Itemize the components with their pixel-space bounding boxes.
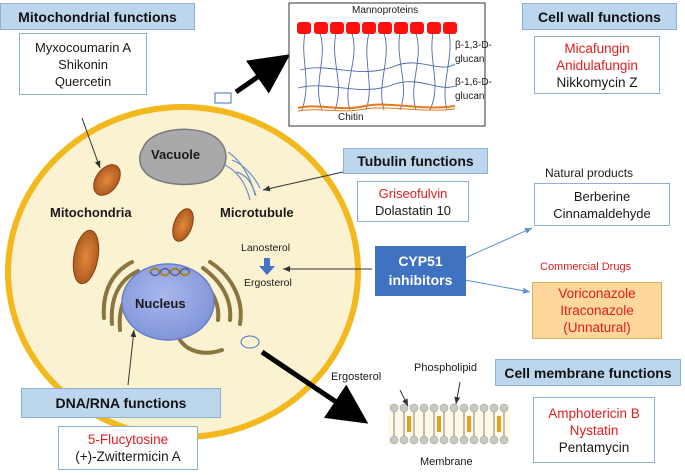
membrane-drug-2: Nystatin — [569, 422, 619, 438]
commercial-drug-1: Voriconazole — [558, 286, 636, 301]
glucan13-label-line1: β-1,3-D- — [455, 40, 492, 51]
commercial-drug-2: Itraconazole — [560, 303, 634, 318]
commercial-drug-list: Voriconazole Itraconazole (Unnatural) — [532, 282, 662, 339]
arrow-to-cell-wall — [234, 54, 291, 95]
vacuole-shape — [138, 128, 227, 186]
cell-wall-functions-header: Cell wall functions — [522, 3, 677, 30]
arrow-to-membrane — [260, 349, 369, 424]
ergosterol-label: Ergosterol — [244, 277, 292, 289]
mitochondrial-drug-list: Myxocoumarin A Shikonin Quercetin — [19, 33, 147, 95]
natural-product-1: Berberine — [573, 188, 631, 204]
chitin-layer — [297, 103, 456, 110]
natural-product-2: Cinnamaldehyde — [553, 205, 651, 221]
nucleus-shape — [121, 263, 215, 341]
dna-drug-2: (+)-Zwittermicin A — [75, 449, 181, 464]
membrane-bilayer — [388, 403, 510, 445]
dna-rna-drug-list: 5-Flucytosine (+)-Zwittermicin A — [58, 426, 198, 470]
membrane-drug-3: Pentamycin — [558, 439, 630, 455]
mitochondria-shapes — [72, 164, 194, 285]
lanosterol-label: Lanosterol — [241, 242, 291, 254]
tubulin-drug-1: Griseofulvin — [378, 185, 448, 201]
mito-drug-2: Shikonin — [58, 56, 108, 72]
mannoproteins-label: Mannoproteins — [352, 5, 419, 16]
arrow-mito-pointer — [81, 117, 101, 169]
glucan16-label-line1: β-1,6-D- — [455, 77, 492, 88]
mitochondria-label: Mitochondria — [50, 205, 132, 220]
tubulin-functions-header: Tubulin functions — [343, 148, 488, 174]
commercial-drugs-title: Commercial Drugs — [540, 261, 632, 273]
arrow-to-natural — [464, 227, 533, 259]
arrow-dna-pointer — [127, 329, 137, 386]
glucan-fibers — [297, 32, 456, 111]
cyp51-line1: CYP51 — [398, 253, 443, 269]
cell-wall-drug-1: Micafungin — [564, 40, 630, 56]
tubulin-drug-list: Griseofulvin Dolastatin 10 — [357, 181, 469, 222]
mannoprotein-caps — [297, 22, 457, 34]
membrane-drug-1: Amphotericin B — [548, 405, 640, 421]
microtubule-label: Microtubule — [220, 205, 294, 220]
cell-wall-drug-2: Anidulafungin — [556, 57, 638, 73]
cell-wall-zoom-marker — [214, 92, 232, 104]
arrow-tubulin-pointer — [262, 171, 344, 192]
dna-rna-functions-header: DNA/RNA functions — [21, 388, 221, 418]
nucleus-label: Nucleus — [135, 296, 186, 311]
membrane-label: Membrane — [420, 456, 473, 468]
natural-products-title: Natural products — [545, 166, 634, 180]
mito-drug-1: Myxocoumarin A — [34, 39, 132, 55]
cyp51-line2: inhibitors — [388, 272, 453, 288]
mito-drug-3: Quercetin — [54, 73, 112, 89]
cyp51-inhibitors-box: CYP51 inhibitors — [375, 246, 466, 296]
vacuole-label: Vacuole — [151, 147, 201, 162]
natural-products-list: Berberine Cinnamaldehyde — [534, 183, 670, 226]
tubulin-drug-2: Dolastatin 10 — [375, 202, 451, 218]
microtubule-shape — [224, 151, 261, 201]
mitochondrial-functions-header: Mitochondrial functions — [0, 3, 195, 30]
dna-drug-1: 5-Flucytosine — [87, 432, 169, 447]
membrane-ergosterol-label: Ergosterol — [331, 371, 382, 383]
cell-wall-drug-list: Micafungin Anidulafungin Nikkomycin Z — [534, 36, 660, 94]
phospholipid-label: Phospholipid — [414, 362, 477, 374]
cell-membrane-drug-list: Amphotericin B Nystatin Pentamycin — [533, 397, 655, 463]
membrane-zoom-marker — [240, 335, 260, 349]
cell-membrane-functions-header: Cell membrane functions — [495, 359, 681, 386]
chitin-label: Chitin — [338, 112, 364, 123]
lanosterol-arrow — [259, 258, 275, 275]
commercial-drug-3: (Unnatural) — [563, 320, 631, 335]
glucan13-label-line2: glucan — [455, 54, 485, 65]
arrow-to-commercial — [464, 279, 531, 294]
glucan16-label-line2: glucan — [455, 91, 485, 102]
cell-wall-drug-3: Nikkomycin Z — [556, 74, 638, 90]
